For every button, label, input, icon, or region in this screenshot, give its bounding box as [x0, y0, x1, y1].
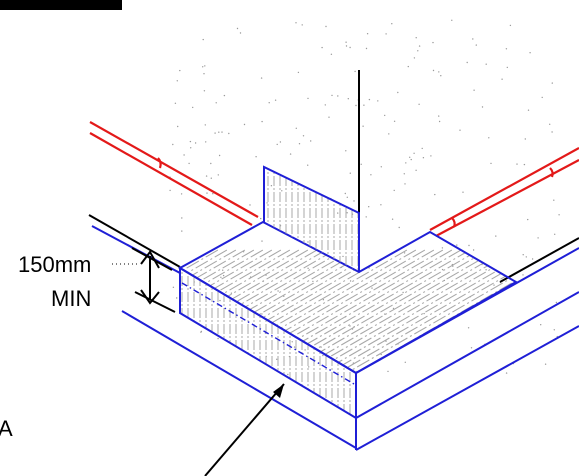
dpc-right — [429, 147, 579, 237]
height-dimension — [112, 247, 176, 313]
height-qualifier-label: MIN — [51, 286, 91, 311]
concrete-texture — [169, 19, 560, 376]
slab-outer-edges — [355, 247, 579, 451]
edge-letter-label: A — [0, 416, 13, 441]
leader-line — [204, 383, 285, 476]
dpc-left — [89, 121, 259, 226]
wall-edge-lines — [88, 70, 579, 283]
title-block-corner — [0, 0, 122, 10]
height-value-label: 150mm — [18, 252, 91, 277]
